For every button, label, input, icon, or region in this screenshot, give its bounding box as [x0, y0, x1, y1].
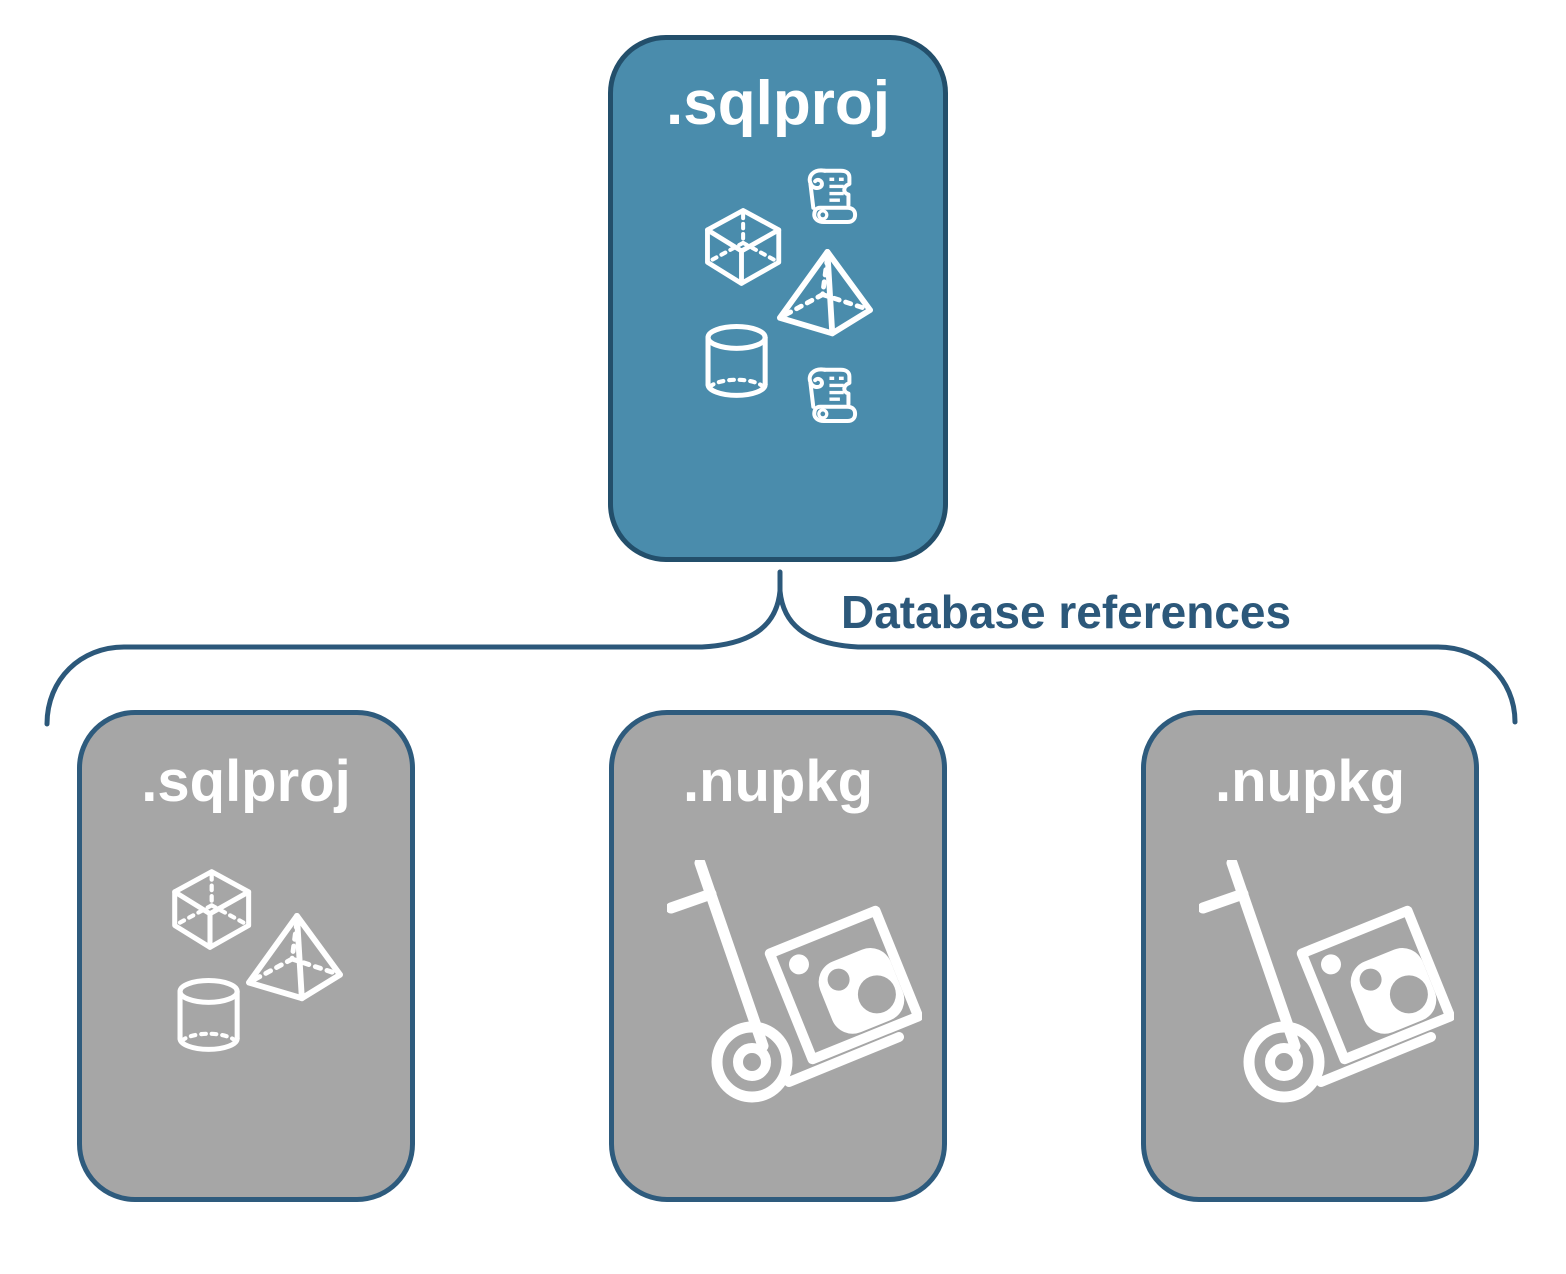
pyramid-icon — [776, 248, 874, 337]
nuget-handtruck-icon — [1199, 860, 1454, 1103]
sql-objects-cluster — [172, 869, 344, 1052]
handtruck-hub — [733, 1043, 771, 1081]
sql-objects-cluster — [705, 168, 874, 424]
handtruck-hub — [1265, 1043, 1303, 1081]
node-child-nupkg: .nupkg — [609, 710, 947, 1202]
handtruck-grip — [1199, 888, 1249, 914]
nuget-handtruck-icon — [667, 860, 922, 1103]
node-root-title: .sqlproj — [666, 69, 890, 138]
cube-icon — [705, 208, 782, 286]
nuget-package — [1296, 905, 1454, 1065]
node-root-sqlproj: .sqlproj — [608, 35, 948, 562]
cylinder-icon — [177, 978, 240, 1052]
cube-icon — [172, 869, 252, 950]
node-child-title: .sqlproj — [141, 749, 351, 814]
connector-label: Database references — [841, 586, 1292, 638]
node-child-nupkg: .nupkg — [1141, 710, 1479, 1202]
handtruck-wheel — [711, 1021, 793, 1103]
cylinder-icon — [705, 324, 768, 398]
handtruck-grip — [667, 888, 717, 914]
handtruck-plate — [784, 1032, 904, 1087]
node-child-title: .nupkg — [1214, 749, 1406, 814]
scroll-icon — [807, 367, 858, 424]
handtruck-wheel — [1243, 1021, 1325, 1103]
scroll-icon — [807, 168, 858, 225]
handtruck-plate — [1316, 1032, 1436, 1087]
node-child-title: .nupkg — [682, 749, 874, 814]
nuget-package — [764, 905, 922, 1065]
node-child-sqlproj: .sqlproj — [77, 710, 415, 1202]
pyramid-icon — [245, 912, 344, 1002]
